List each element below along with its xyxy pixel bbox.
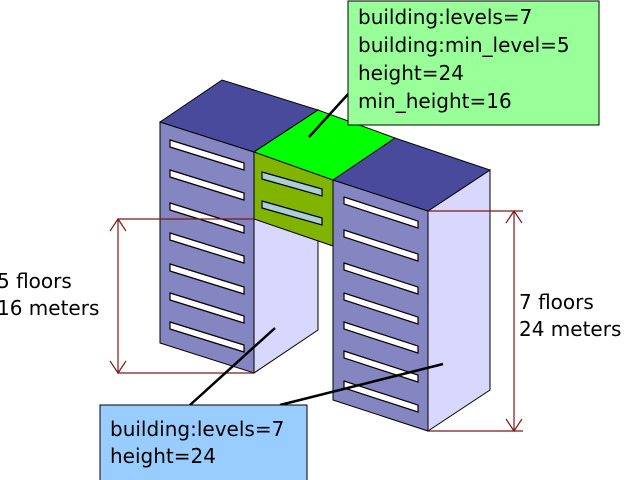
tower-label-leader-right (279, 362, 444, 407)
right-window (343, 321, 419, 354)
bridge-tag-label: building:levels=7 building:min_level=5 h… (347, 0, 600, 126)
tower-label-line1: building:levels=7 (110, 417, 284, 441)
left-dimension (109, 217, 254, 375)
right-window (343, 229, 419, 262)
bridge-label-line4: min_height=16 (358, 89, 512, 113)
right-tower-windows (343, 196, 419, 413)
bridge-label-box (347, 0, 600, 126)
left-window (169, 263, 245, 295)
bridge-label-leader (308, 91, 351, 138)
left-window (169, 321, 245, 353)
right-dimension (428, 209, 523, 433)
left-window (169, 232, 245, 264)
left-window (169, 202, 245, 234)
right-window (343, 196, 419, 229)
tower-label-box (99, 404, 308, 480)
left-tower-windows (169, 139, 245, 353)
right-tower-side-face (427, 169, 491, 432)
bridge-window (261, 200, 323, 226)
bridge-section (252, 109, 397, 247)
bridge-window (261, 171, 323, 197)
tower-label-leader-left (189, 327, 276, 406)
tower-tag-label: building:levels=7 height=24 (99, 404, 308, 480)
left-window (169, 169, 245, 201)
left-window (169, 292, 245, 324)
right-window (343, 262, 419, 295)
left-meters-text: 16 meters (0, 296, 99, 320)
right-tower-roof (331, 137, 492, 212)
left-floors-text: 5 floors (0, 269, 72, 293)
bridge-label-line2: building:min_level=5 (358, 33, 570, 57)
right-meters-text: 24 meters (519, 317, 621, 341)
bridge-label-line3: height=24 (358, 61, 464, 85)
bridge-label-line1: building:levels=7 (358, 5, 532, 29)
right-floors-text: 7 floors (519, 290, 594, 314)
right-window (343, 292, 419, 325)
right-window (343, 380, 419, 413)
left-window (169, 139, 245, 171)
tower-label-line2: height=24 (110, 444, 216, 468)
